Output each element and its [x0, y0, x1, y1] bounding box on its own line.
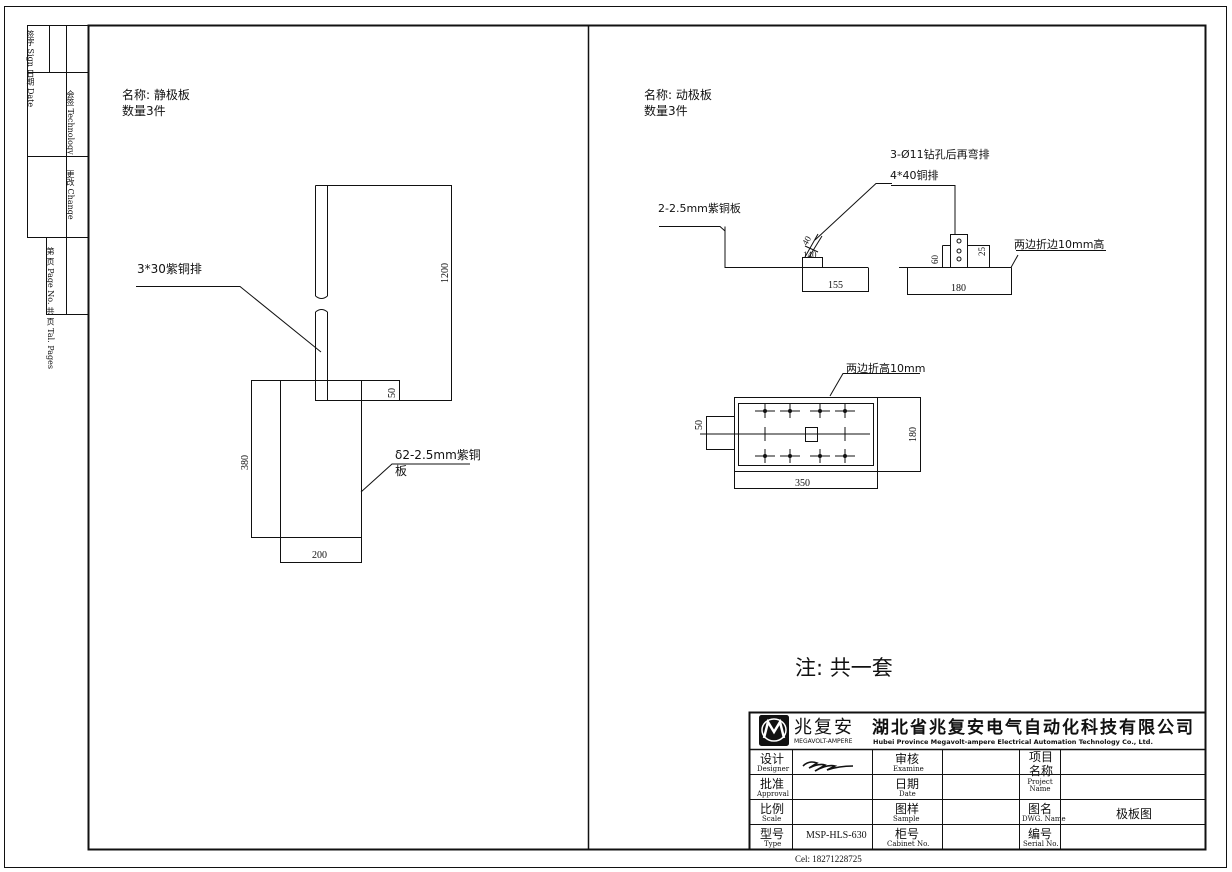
fold-height-note: 两边折高10mm	[846, 362, 926, 375]
sample-en: Sample	[893, 815, 920, 823]
side-table-technology: 会签 Technology	[66, 90, 75, 155]
dim-200: 200	[312, 550, 327, 561]
static-plate-drawing	[136, 185, 470, 563]
company-logo	[761, 718, 787, 742]
brand-cn: 兆复安	[794, 717, 854, 738]
scale-cn: 比例	[760, 802, 785, 816]
footer-phone: Cel: 18271228725	[795, 854, 862, 864]
drawing-frame	[87, 24, 1207, 851]
dim-50-left: 50	[387, 388, 398, 398]
dim-380: 380	[240, 455, 251, 470]
dim-350: 350	[795, 478, 810, 489]
assembly-note: 注: 共一套	[795, 656, 893, 680]
company-en: Hubei Province Megavolt-ampere Electrica…	[873, 738, 1153, 746]
static-plate-qty: 数量3件	[122, 104, 166, 118]
cabinet-cn: 柜号	[895, 827, 920, 841]
dwg-value: 极板图	[1116, 807, 1153, 821]
serial-en: Serial No.	[1023, 840, 1059, 848]
sheet-outer-border	[4, 6, 1227, 868]
dim-180-side: 180	[951, 283, 966, 294]
designer-signature	[802, 761, 854, 772]
designer-en: Designer	[757, 765, 790, 773]
static-plate-name: 名称: 静极板	[122, 88, 190, 102]
dwg-en: DWG. Name	[1022, 815, 1066, 823]
side-table-change: 更改 Change	[66, 170, 75, 220]
dim-50-plan: 50	[694, 420, 705, 430]
date-cn: 日期	[895, 777, 920, 791]
moving-plate-plan-view	[700, 373, 921, 489]
sample-cn: 图样	[895, 802, 920, 816]
company-cn: 湖北省兆复安电气自动化科技有限公司	[872, 718, 1195, 738]
examine-en: Examine	[893, 765, 924, 773]
designer-cn: 设计	[760, 752, 785, 766]
date-en: Date	[899, 790, 916, 798]
cabinet-en: Cabinet No.	[887, 840, 930, 848]
moving-plate-name: 名称: 动极板	[644, 88, 712, 102]
drill-note: 3-Ø11钻孔后再弯排	[890, 148, 990, 161]
plate-label-line2: 板	[395, 464, 408, 478]
examine-cn: 审核	[895, 752, 920, 766]
project-cn: 项目 名称	[1028, 750, 1053, 778]
dim-140: 140	[803, 250, 817, 260]
dim-60: 60	[930, 255, 940, 264]
type-value: MSP-HLS-630	[806, 830, 867, 841]
dim-25: 25	[977, 247, 987, 256]
project-en: Project Name	[1027, 778, 1053, 793]
scale-en: Scale	[762, 815, 782, 823]
side-table-pages: 第 页 Page No. 共 页 Tal. Pages	[46, 247, 55, 370]
approval-cn: 批准	[760, 777, 785, 791]
dim-155: 155	[828, 280, 843, 291]
type-en: Type	[764, 840, 782, 848]
fold-note: 两边折边10mm高	[1014, 238, 1105, 251]
moving-plate-side-view	[659, 183, 1106, 295]
dim-180-plan: 180	[908, 427, 919, 442]
dwg-cn: 图名	[1028, 802, 1053, 816]
plate-note: 2-2.5mm紫铜板	[658, 202, 741, 215]
side-revision-table	[27, 25, 89, 315]
dim-1200: 1200	[440, 263, 451, 283]
serial-cn: 编号	[1028, 827, 1053, 841]
type-cn: 型号	[760, 827, 785, 841]
busbar-note: 4*40铜排	[890, 169, 939, 182]
plate-label-line1: δ2-2.5mm紫铜	[395, 448, 481, 462]
brand-en: MEGAVOLT-AMPERE	[794, 738, 853, 745]
approval-en: Approval	[757, 790, 789, 798]
moving-plate-qty: 数量3件	[644, 104, 688, 118]
busbar-label: 3*30紫铜排	[137, 262, 202, 276]
side-table-sign: 签字 Sign 日期 Date	[26, 30, 35, 108]
